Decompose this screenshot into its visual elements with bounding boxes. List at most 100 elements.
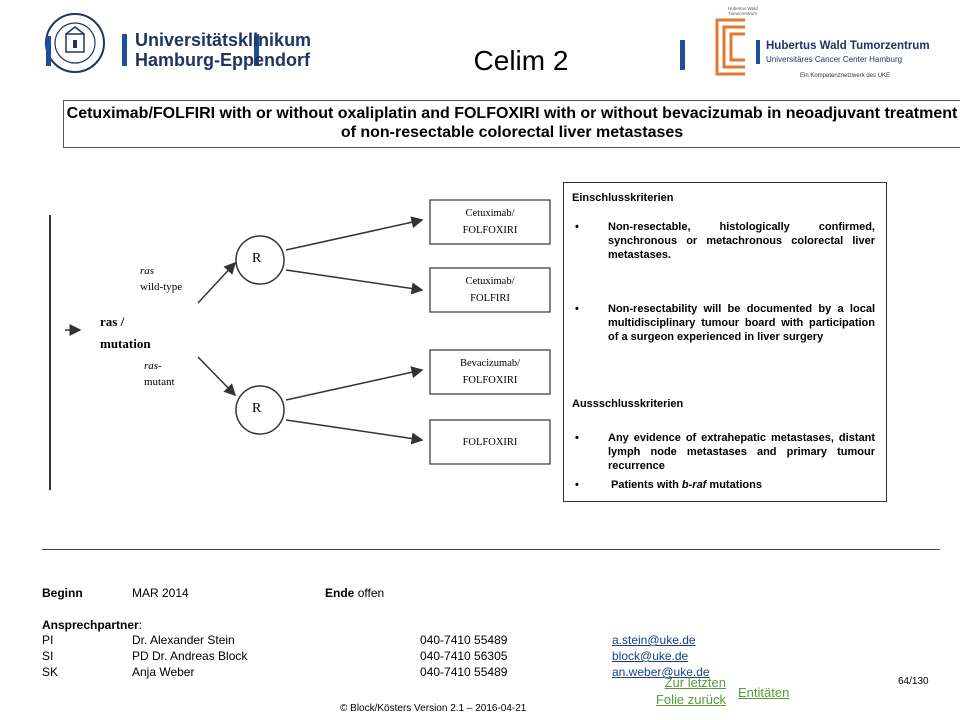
hw-logo-subtitle: Universitäres Cancer Center Hamburg — [766, 55, 903, 64]
bullet: • — [575, 432, 579, 444]
contacts-heading: Ansprechpartner: — [42, 618, 142, 632]
uke-bar-left — [46, 36, 51, 66]
exclusion-item-1: • Any evidence of extrahepatic metastase… — [575, 431, 875, 473]
arm-label-4: FOLFOXIRI — [430, 434, 550, 451]
uke-bar-right — [254, 34, 259, 66]
begin-label: Beginn — [42, 586, 83, 600]
hw-logo-tiny-text: Hubertus Wald Tumorzentrum — [728, 6, 758, 16]
end-value: offen — [357, 586, 385, 600]
nav-last-line1: Zur letzten — [664, 675, 726, 690]
hw-bar-mid — [756, 40, 760, 64]
contact-phone: 040-7410 55489 — [420, 665, 508, 679]
section-divider — [42, 549, 940, 550]
inclusion-item-2: • Non-resectability will be documented b… — [575, 302, 875, 344]
end-info: Ende offen — [325, 586, 384, 600]
inclusion-text-1: Non-resectable, histologically confirmed… — [608, 221, 875, 261]
arm-3-line2: FOLFOXIRI — [462, 375, 518, 386]
arm-2-line2: FOLFIRI — [470, 293, 510, 304]
end-label: Ende — [325, 586, 355, 600]
contact-role: PI — [42, 633, 54, 647]
hw-bar-left — [680, 40, 685, 70]
exclusion-text-2a: Patients with — [611, 479, 679, 491]
uke-logo-text: Universitätsklinikum Hamburg-Eppendorf — [135, 30, 311, 70]
contact-name: Anja Weber — [132, 665, 195, 679]
wild-type-label: ras wild-type — [140, 263, 182, 295]
contact-phone: 040-7410 56305 — [420, 649, 508, 663]
bullet: • — [575, 303, 579, 315]
nav-last-line2: Folie zurück — [655, 692, 726, 707]
subtitle-frame — [63, 100, 960, 148]
slide-title: Celim 2 — [473, 45, 569, 76]
nav-entities-link[interactable]: Entitäten — [738, 685, 790, 700]
mutant-line1: ras- — [144, 360, 162, 372]
exclusion-text-2b: b-raf — [681, 479, 707, 491]
arrow-to-r2 — [197, 356, 237, 397]
wild-type-line1: ras — [140, 265, 155, 277]
hw-logo-network: Ein Kompetenznetzwerk des UKE — [800, 73, 891, 79]
contact-name: PD Dr. Andreas Block — [132, 649, 248, 663]
arm-4-line1: FOLFOXIRI — [462, 437, 518, 448]
uke-logo-line1: Universitätsklinikum — [135, 30, 312, 50]
bullet: • — [575, 221, 579, 233]
arrow-to-arm-3 — [285, 366, 424, 401]
contact-name: Dr. Alexander Stein — [132, 633, 235, 647]
wild-type-line2: wild-type — [140, 281, 183, 293]
exclusion-heading: Aussschlusskriterien — [572, 398, 684, 410]
arm-1-line2: FOLFOXIRI — [462, 225, 518, 236]
arm-box-2 — [429, 267, 551, 313]
arm-label-2: Cetuximab/ FOLFIRI — [430, 273, 550, 307]
contacts-label: Ansprechpartner — [42, 618, 139, 632]
slide-subtitle: Cetuximab/FOLFIRI with or without oxalip… — [66, 105, 958, 141]
study-design-diagram: ras / mutation ras wild-type ras- mutant… — [40, 195, 555, 495]
arm-1-line1: Cetuximab/ — [465, 208, 515, 219]
arm-box-3 — [429, 349, 551, 395]
uke-bar-mid — [122, 34, 127, 66]
uke-logo-line2: Hamburg-Eppendorf — [135, 50, 310, 70]
contact-role: SI — [42, 649, 54, 663]
bullet: • — [575, 479, 579, 491]
exclusion-item-2: • Patients with b-raf mutations — [575, 478, 875, 492]
arm-3-line1: Bevacizumab/ — [459, 358, 521, 369]
mutant-label: ras- mutant — [144, 358, 175, 390]
begin-value: MAR 2014 — [132, 586, 189, 600]
nav-last-slide-link[interactable]: Zur letzten Folie zurück — [618, 674, 726, 708]
randomization-label-2: R — [252, 401, 262, 416]
ras-mutation-line2: mutation — [100, 336, 151, 351]
copyright: © Block/Kösters Version 2.1 – 2016-04-21 — [340, 703, 527, 714]
page-current: 64 — [898, 676, 910, 687]
ras-mutation-line1: ras / — [100, 314, 125, 329]
exclusion-text-1: Any evidence of extrahepatic metastases,… — [608, 432, 875, 472]
arrow-to-arm-4 — [285, 419, 424, 445]
page-total: /130 — [909, 676, 929, 687]
randomization-label-1: R — [252, 251, 262, 266]
arrow-to-arm-2 — [285, 269, 424, 295]
contacts-colon: : — [138, 618, 143, 632]
page-number: 64/130 — [898, 676, 929, 687]
contact-email-link[interactable]: an.weber@uke.de — [612, 665, 710, 679]
criteria-box: Einschlusskriterien • Non-resectable, hi… — [563, 182, 887, 502]
contact-role: SK — [42, 665, 59, 679]
hw-logo-title: Hubertus Wald Tumorzentrum — [766, 40, 930, 52]
exclusion-text-2: Patients with b-raf mutations — [611, 478, 875, 492]
arm-label-3: Bevacizumab/ FOLFOXIRI — [430, 355, 550, 389]
mutant-line2: mutant — [144, 376, 175, 388]
arm-2-line1: Cetuximab/ — [465, 276, 515, 287]
inclusion-text-2: Non-resectability will be documented by … — [608, 303, 875, 343]
arm-box-4 — [429, 419, 551, 465]
arm-box-1 — [429, 199, 551, 245]
exclusion-text-2c: mutations — [709, 479, 762, 491]
hw-logo: Hubertus Wald Tumorzentrum Hubertus Wald… — [680, 0, 960, 90]
contact-phone: 040-7410 55489 — [420, 633, 508, 647]
contact-email-link[interactable]: a.stein@uke.de — [612, 633, 696, 647]
arrow-to-arm-1 — [285, 216, 424, 251]
randomization-circle-2 — [235, 385, 285, 435]
arrow-to-r1 — [197, 261, 237, 304]
uke-logo: Universitätsklinikum Hamburg-Eppendorf — [0, 0, 311, 90]
inclusion-heading: Einschlusskriterien — [572, 192, 674, 204]
contact-email-link[interactable]: block@uke.de — [612, 649, 689, 663]
ras-mutation-label: ras / mutation — [100, 311, 151, 355]
hw-logo-text: Hubertus Wald Tumorzentrum Universitäres… — [766, 40, 930, 64]
randomization-circle-1 — [235, 235, 285, 285]
study-design-lines — [49, 199, 551, 490]
arm-label-1: Cetuximab/ FOLFOXIRI — [430, 205, 550, 239]
